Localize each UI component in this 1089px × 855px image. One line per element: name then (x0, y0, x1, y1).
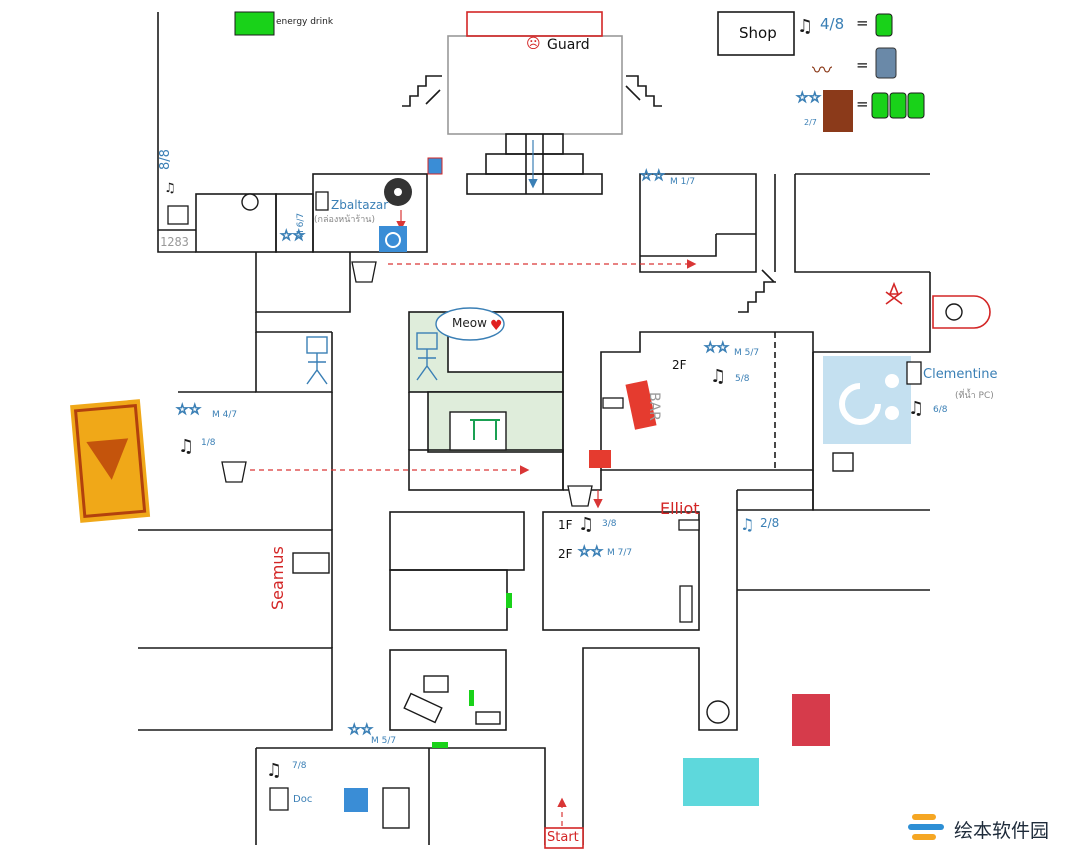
meow-label: Meow (452, 316, 487, 330)
rug-art (792, 694, 830, 746)
couch-icon (403, 692, 443, 724)
m67-label: M 6/7 (296, 212, 306, 238)
svg-text:♫: ♫ (908, 398, 924, 419)
watermark: 绘本软件园 (908, 812, 1049, 846)
washer-icon (379, 226, 407, 252)
shop-eq-3: = (856, 95, 869, 113)
cabinet-icon (292, 552, 330, 574)
guard-icon: ☹ (526, 36, 541, 52)
bar-sign (625, 380, 657, 430)
meow-bubble (435, 307, 505, 341)
shop-label[interactable]: Shop (739, 24, 777, 42)
shop-box (717, 11, 795, 56)
n38-label: 3/8 (602, 519, 617, 529)
bucket-icons (221, 261, 593, 507)
floor-2f-label: 2F (672, 358, 687, 372)
svg-text:♫: ♫ (710, 366, 726, 387)
start-label[interactable]: Start (547, 830, 579, 845)
bar-small-sign (589, 450, 611, 468)
shop-rope-icon: 〰 (812, 58, 832, 82)
music-note-icons: ♫ ♫ ♫ ♫ ♫ ♫ ♫ ♫ (164, 16, 924, 781)
shop-eq-2: = (856, 56, 869, 74)
poster-art (70, 399, 151, 523)
portrait-icon (823, 90, 853, 132)
stairs-icon (402, 75, 776, 313)
watermark-logo-icon (908, 814, 944, 840)
path-arrows (250, 259, 697, 826)
svg-text:☆☆: ☆☆ (640, 168, 665, 184)
watermark-text: 绘本软件园 (954, 819, 1050, 842)
n28-label: 2/8 (760, 516, 780, 530)
n58-label: 5/8 (735, 374, 750, 384)
clementine-room (823, 356, 911, 444)
shop-star-cost: 2/7 (804, 118, 817, 127)
star-icons: ☆☆ ☆☆ ☆☆ ☆☆ ☆☆ ☆☆ ☆☆ (175, 89, 821, 738)
m77-label: M 7/7 (607, 548, 633, 558)
floor-1f-label: 1F (558, 518, 573, 532)
clementine-note: (ที่น้ำ PC) (955, 391, 994, 401)
svg-text:♥: ♥ (490, 318, 503, 334)
m17-label: M 1/7 (670, 177, 696, 187)
zbaltazar-note: (กล่องหน้าร้าน) (314, 215, 375, 225)
svg-text:☆☆: ☆☆ (796, 90, 821, 106)
svg-text:☆☆: ☆☆ (176, 402, 201, 418)
svg-text:♫: ♫ (266, 760, 282, 781)
guard-frame (466, 11, 603, 37)
counter-8-8: 8/8 (158, 149, 173, 170)
washer-doc-icon (344, 788, 368, 812)
svg-text:♫: ♫ (164, 181, 176, 196)
oil-jug-icon (875, 47, 897, 79)
door-icon (382, 787, 410, 829)
safe-icon (167, 205, 189, 225)
svg-text:☆☆: ☆☆ (704, 340, 729, 356)
energy-drink-swatch (234, 11, 275, 36)
zbaltazar-label: Zbaltazar (331, 198, 389, 212)
bar-label: BAR (646, 392, 662, 421)
campfire-icon (885, 281, 903, 305)
floor-2f-b-label: 2F (558, 547, 573, 561)
svg-text:♫: ♫ (740, 515, 754, 534)
doc-label: Doc (293, 794, 313, 805)
m57-bottom-label: M 5/7 (371, 736, 397, 746)
shop-cost-notes: 4/8 (820, 15, 845, 33)
svg-text:☆☆: ☆☆ (578, 544, 603, 560)
guitar-icon (241, 193, 259, 211)
clementine-label: Clementine (923, 367, 998, 382)
svg-text:♫: ♫ (578, 514, 594, 535)
n68-label: 6/8 (933, 405, 948, 415)
tv-icon (423, 675, 449, 693)
svg-text:☆☆: ☆☆ (348, 722, 373, 738)
washer-small-icon (427, 157, 443, 175)
seamus-label: Seamus (268, 546, 287, 610)
m47-label: M 4/7 (212, 410, 238, 420)
signpost-art (683, 758, 759, 806)
energy-drink-label: energy drink (276, 17, 334, 27)
n18-label: 1/8 (201, 438, 216, 448)
n78-label: 7/8 (292, 761, 307, 771)
code-1283: 1283 (160, 235, 189, 249)
start-box (544, 827, 584, 849)
m57-bar-label: M 5/7 (734, 348, 760, 358)
svg-text:♫: ♫ (797, 16, 813, 37)
elliot-label: Elliot (660, 499, 700, 518)
guard-label: Guard (547, 37, 590, 53)
shop-eq-1: = (856, 14, 869, 32)
energy-can-icons (871, 13, 925, 119)
svg-text:☆☆: ☆☆ (280, 228, 305, 244)
table-icon (449, 411, 507, 451)
stick-figure-icons (306, 332, 438, 385)
yarn-icon (706, 700, 730, 724)
svg-text:♫: ♫ (178, 436, 194, 457)
